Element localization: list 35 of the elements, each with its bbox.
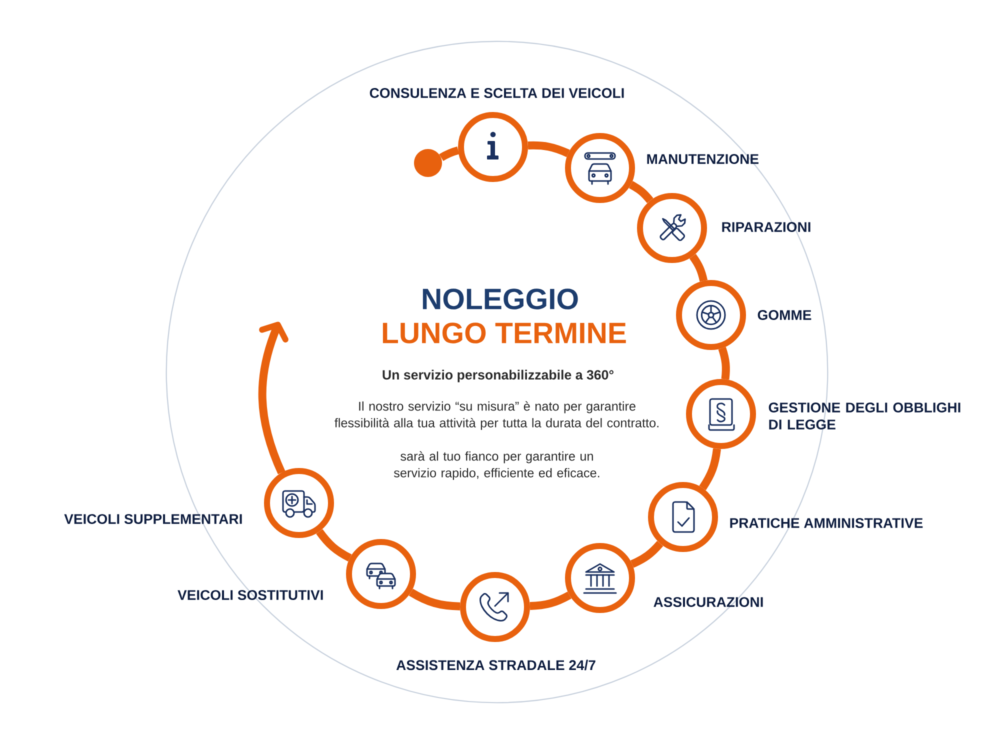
- step-label: RIPARAZIONI: [722, 222, 810, 232]
- paragraph: Il nostro servizio “su misura” è nato per garantire flessibilità alla tua attività per tutta la durata del contratto.: [334, 401, 658, 430]
- arc-connector: [628, 181, 654, 204]
- step-label: CONSULENZA E SCELTA DEI VEICOLI: [370, 88, 624, 98]
- arc-connector: [630, 540, 664, 568]
- step-label: PRATICHE AMMINISTRATIVE: [730, 518, 923, 528]
- step-label: VEICOLI SUPPLEMENTARI: [64, 514, 242, 524]
- icon-circle: [686, 379, 756, 449]
- step-label: VEICOLI SOSTITUTIVI: [178, 590, 323, 600]
- arc-connector: [439, 146, 460, 162]
- step-label: GESTIONE DEGLI OBBLIGHI DI LEGGE: [768, 402, 960, 430]
- icon-circle: [565, 133, 635, 203]
- subtitle: Un servizio personabilizzabile a 360°: [382, 370, 614, 382]
- heading: LUNGO TERMINE: [382, 322, 626, 344]
- heading: NOLEGGIO: [422, 288, 578, 310]
- icon-circle: [676, 280, 746, 350]
- arc-connector: [530, 592, 572, 610]
- step-label: MANUTENZIONE: [647, 154, 758, 164]
- icon-circle: [565, 543, 635, 613]
- start-dot: [414, 149, 442, 177]
- icon-circle: [648, 482, 718, 552]
- arc-connector: [699, 448, 721, 490]
- step-label: ASSISTENZA STRADALE 24/7: [396, 660, 596, 670]
- arc-connector: [718, 346, 730, 380]
- icon-circle: [637, 193, 707, 263]
- arrow: [258, 322, 288, 474]
- step-label: ASSICURAZIONI: [654, 597, 763, 607]
- icon-circle: [460, 572, 530, 642]
- arc-connector: [689, 254, 708, 282]
- arc-connector: [408, 588, 460, 610]
- arc-connector: [528, 141, 570, 158]
- step-label: GOMME: [758, 310, 812, 320]
- arc-connector: [316, 529, 352, 562]
- icon-circle: [458, 112, 528, 182]
- paragraph: sarà al tuo fianco per garantire un servizio rapido, efficiente ed eficace.: [394, 451, 600, 480]
